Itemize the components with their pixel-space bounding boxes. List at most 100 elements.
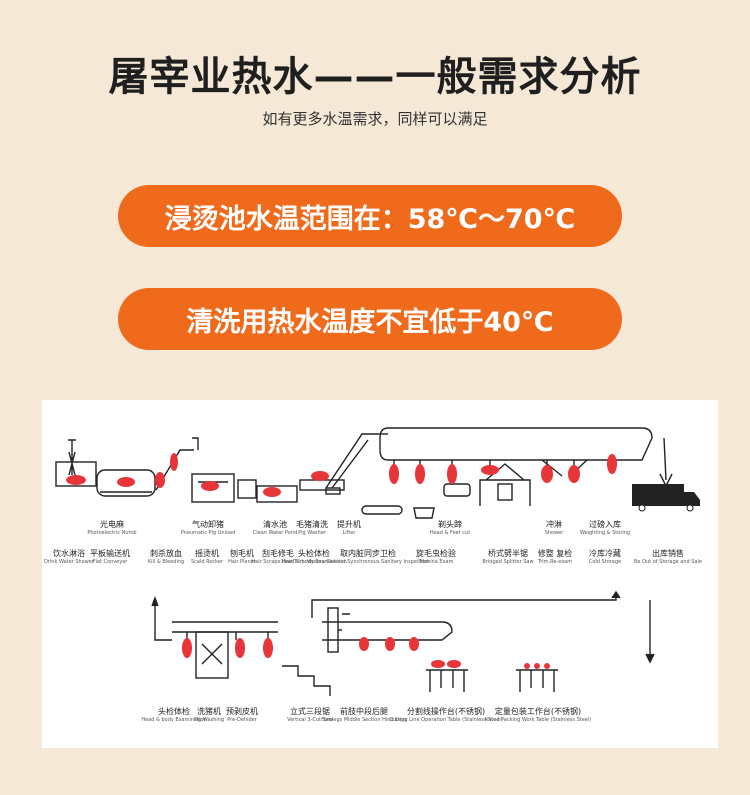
label-en: Flat Conveyer: [93, 559, 129, 565]
hair-planer-icon: [237, 479, 257, 499]
label-en: Trichina Exam: [418, 559, 454, 565]
label-en: Pig Washing: [194, 717, 224, 723]
process-flow-svg: 光电麻 Photoelectric Numb 气动卸猪 Pneumatic Pi…: [44, 427, 702, 723]
truck-icon: [632, 484, 700, 512]
pig-icon: [415, 464, 425, 484]
page-title: 屠宰业热水——一般需求分析: [108, 54, 642, 100]
pig-icon: [481, 465, 499, 475]
label-en: Bridged Splitter Saw: [482, 559, 533, 565]
wash-temperature-badge: 清洗用热水温度不宜低于40℃: [118, 288, 622, 350]
label-en: Kill & Bleeding: [148, 559, 184, 565]
label-zh: 刮毛修毛: [262, 548, 294, 558]
label-en: Photoelectric Numb: [87, 530, 136, 536]
label-en: Pneumatic Pig Unload: [181, 530, 236, 536]
label-zh: 刺杀放血: [150, 548, 182, 558]
label-en: Scald Rocker: [191, 559, 224, 565]
label-zh: 洗猪机: [197, 706, 221, 716]
pig-icon: [311, 471, 329, 481]
stun-tower-icon: [68, 439, 76, 476]
label-en: Rated Packing Work Table (Stainless Stee…: [485, 717, 591, 723]
label-en: Head & body Examination: [281, 559, 346, 565]
pig-icon: [155, 472, 165, 488]
label-en: Forelegs Middle Section Hind Legs: [321, 717, 407, 723]
meat-icon: [447, 660, 461, 668]
pig-icon: [117, 477, 135, 487]
label-zh: 修整 复检: [538, 548, 573, 558]
label-zh: 摇烫机: [195, 548, 219, 558]
label-zh: 立式三段锯: [290, 706, 330, 716]
label-en: Head & body Examination: [141, 717, 206, 723]
pig-icon: [389, 464, 399, 484]
pig-icon: [170, 453, 178, 471]
label-en: Head & Feet cut: [430, 530, 470, 536]
label-zh: 刨毛机: [230, 548, 254, 558]
label-en: Cutting Line Operation Table (Stainless …: [389, 717, 503, 723]
stun-box-icon: [55, 461, 97, 487]
saw-rail-icon: [322, 621, 453, 641]
operation-table-icon: [426, 669, 468, 692]
pig-carcasses: [66, 453, 617, 497]
label-zh: 出库销售: [652, 548, 684, 558]
label-en: Weighting & Storing: [580, 530, 630, 536]
label-en: Drink Water Shower: [44, 559, 95, 565]
top-labels: 光电麻 Photoelectric Numb 气动卸猪 Pneumatic Pi…: [87, 519, 630, 536]
packing-table-icon: [516, 669, 558, 692]
label-en: Hair Planer: [228, 559, 257, 565]
label-en: Shower: [545, 530, 565, 536]
label-zh: 前肢中段后腿: [340, 706, 388, 716]
lifter-icon: [325, 433, 378, 489]
label-en: Clean Water Pond: [253, 530, 297, 536]
label-zh: 旋毛虫检验: [416, 548, 456, 558]
pig-icon: [607, 454, 617, 474]
label-zh: 平板输送机: [90, 548, 130, 558]
flow-arrow: [311, 594, 617, 618]
lower-rail-icon: [172, 621, 278, 633]
label-en: Pig Washer: [298, 530, 327, 536]
cutting-line-icon: [282, 665, 331, 696]
label-zh: 提升机: [337, 519, 361, 529]
pig-icon: [263, 638, 273, 658]
label-zh: 饮水淋浴: [53, 548, 85, 558]
scald-temperature-badge: 浸烫池水温范围在：58℃～70℃: [118, 185, 622, 247]
label-zh: 取内脏同步卫检: [340, 548, 396, 558]
label-zh: 桥式劈半锯: [488, 548, 528, 558]
label-en: Be Out of Storage and Sale: [634, 559, 702, 565]
scald-tank-icon: [191, 473, 235, 503]
pig-icon: [263, 487, 281, 497]
pig-icon: [201, 481, 219, 491]
label-zh: 冲淋: [546, 519, 562, 529]
label-en: Lifter: [343, 530, 357, 536]
label-zh: 预剥皮机: [226, 706, 258, 716]
label-en: Hair Scrape Hair Trim: [251, 559, 304, 565]
flow-arrow: [154, 602, 172, 641]
overhead-rail-icon: [379, 427, 653, 461]
row-labels: 饮水淋浴 Drink Water Shower 平板输送机 Flat Conve…: [44, 548, 702, 565]
label-zh: 光电麻: [100, 519, 124, 529]
flat-conveyor-icon: [96, 469, 156, 497]
pig-icon: [385, 637, 395, 651]
pig-icon: [66, 475, 86, 485]
label-zh: 头检体检: [158, 706, 190, 716]
pig-icon: [568, 465, 580, 483]
viscera-conveyor-icon: [361, 505, 403, 515]
pig-icon: [182, 638, 192, 658]
label-en: Pre-Dehider: [227, 717, 257, 723]
label-en: Cold Storage: [589, 559, 621, 565]
storage-arrow-icon: [663, 437, 667, 481]
label-en: Vertical 3-Cut Saw: [287, 717, 333, 723]
label-zh: 冷库冷藏: [589, 548, 621, 558]
label-zh: 分割线操作台(不锈钢): [407, 706, 485, 716]
label-zh: 剃头蹄: [438, 519, 462, 529]
inspection-tray-icon: [443, 483, 471, 497]
label-en: Trim,Re-exam: [537, 559, 572, 565]
label-zh: 清水池: [263, 519, 287, 529]
label-zh: 定量包装工作台(不锈钢): [495, 706, 581, 716]
trichina-table-icon: [413, 507, 435, 519]
label-zh: 气动卸猪: [192, 519, 224, 529]
pig-icon: [409, 637, 419, 651]
meat-icon: [534, 663, 540, 669]
page-subtitle: 如有更多水温需求，同样可以满足: [262, 110, 488, 128]
meat-icon: [524, 663, 530, 669]
pig-icon: [235, 638, 245, 658]
label-en: Viscera Gut-out Synchronous Sanitary Ins…: [307, 559, 430, 565]
